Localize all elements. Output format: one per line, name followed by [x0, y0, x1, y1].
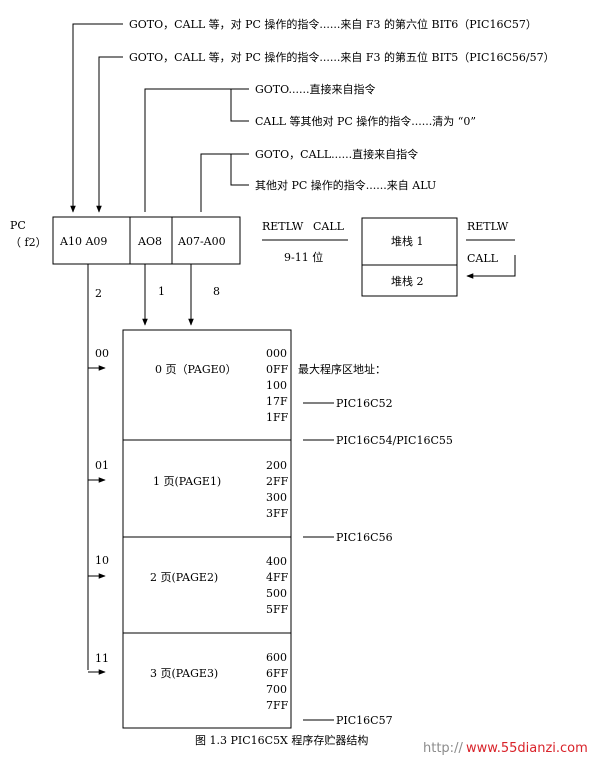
page-1-addr-3: 3FF — [266, 507, 289, 520]
connector-a8 — [144, 88, 249, 212]
pc-register — [52, 216, 241, 265]
pc-cell-mid: AO8 — [137, 235, 162, 248]
limit-c57: PIC16C57 — [336, 714, 393, 727]
limit-c56: PIC16C56 — [336, 531, 393, 544]
stack-box — [361, 217, 458, 297]
note-connectors — [70, 23, 249, 213]
note-goto-direct: GOTO......直接来自指令 — [255, 82, 376, 96]
page-0-label: 0 页（PAGE0） — [155, 363, 237, 376]
page-code-00: 00 — [95, 347, 109, 360]
page-1-addr-0: 200 — [266, 459, 287, 472]
page-select-arrows: 00 01 10 11 — [88, 347, 109, 675]
page-code-11: 11 — [95, 652, 109, 665]
bits-low: 8 — [213, 285, 220, 298]
note-goto-call-direct: GOTO，CALL......直接来自指令 — [255, 147, 418, 161]
page-1-addr-1: 2FF — [266, 475, 289, 488]
page-0-addr-3: 17F — [266, 395, 288, 408]
page-1-label: 1 页(PAGE1) — [153, 475, 221, 488]
stack-retlw-right: RETLW — [467, 220, 509, 233]
limit-c52: PIC16C52 — [336, 397, 393, 410]
page-3-label: 3 页(PAGE3) — [150, 667, 218, 680]
note-bit5: GOTO，CALL 等，对 PC 操作的指令......来自 F3 的第五位 B… — [129, 50, 555, 64]
bits-mid: 1 — [158, 285, 165, 298]
program-memory — [122, 329, 292, 729]
note-alu: 其他对 PC 操作的指令......来自 ALU — [255, 178, 436, 192]
bits-high: 2 — [95, 287, 102, 300]
page-2-addr-1: 4FF — [266, 571, 289, 584]
pc-cell-high: A10 A09 — [59, 235, 107, 248]
note-call-clear: CALL 等其他对 PC 操作的指令......清为 “0” — [255, 114, 476, 128]
memory-outline — [122, 329, 292, 729]
page-2-label: 2 页(PAGE2) — [150, 571, 218, 584]
page-3-addr-3: 7FF — [266, 699, 289, 712]
page-0-addr-0: 000 — [266, 347, 287, 360]
page-3-addr-0: 600 — [266, 651, 287, 664]
stack-level-1: 堆栈 1 — [391, 234, 424, 248]
stack-width-label: 9-11 位 — [284, 250, 323, 264]
stack-call-left: CALL — [313, 220, 345, 233]
limit-c54-c55: PIC16C54/PIC16C55 — [336, 434, 453, 447]
page-code-10: 10 — [95, 554, 109, 567]
stack-outline — [361, 217, 458, 297]
stack-call-right: CALL — [467, 252, 499, 265]
watermark-prefix: http:// — [423, 741, 463, 756]
connector-a0-branch — [230, 154, 249, 186]
watermark-site: www.55dianzi.com — [466, 741, 588, 756]
connector-a8-branch — [230, 89, 249, 122]
figure-caption: 图 1.3 PIC16C5X 程序存贮器结构 — [195, 733, 368, 747]
pc-sub-label: （ f2） — [10, 236, 47, 249]
page-0-addr-1: 0FF — [266, 363, 289, 376]
pc-cell-low: A07-A00 — [177, 235, 226, 248]
page-2-addr-0: 400 — [266, 555, 287, 568]
connector-bit5 — [96, 56, 123, 213]
pc-register-box — [52, 216, 241, 265]
stack-level-2: 堆栈 2 — [391, 274, 424, 288]
page-2-addr-3: 5FF — [266, 603, 289, 616]
connector-bit6 — [70, 23, 123, 213]
note-bit6: GOTO，CALL 等，对 PC 操作的指令......来自 F3 的第六位 B… — [129, 17, 537, 31]
page-1-addr-2: 300 — [266, 491, 287, 504]
connector-a0 — [200, 153, 249, 212]
page-0-addr-4: 1FF — [266, 411, 289, 424]
page-3-addr-2: 700 — [266, 683, 287, 696]
page-2-addr-2: 500 — [266, 587, 287, 600]
limits-heading: 最大程序区地址： — [298, 362, 386, 376]
pc-label: PC — [10, 219, 26, 232]
stack-retlw-left: RETLW — [262, 220, 304, 233]
page-0-addr-2: 100 — [266, 379, 287, 392]
page-code-01: 01 — [95, 459, 109, 472]
stack-push-arrow — [466, 255, 516, 279]
page-3-addr-1: 6FF — [266, 667, 289, 680]
